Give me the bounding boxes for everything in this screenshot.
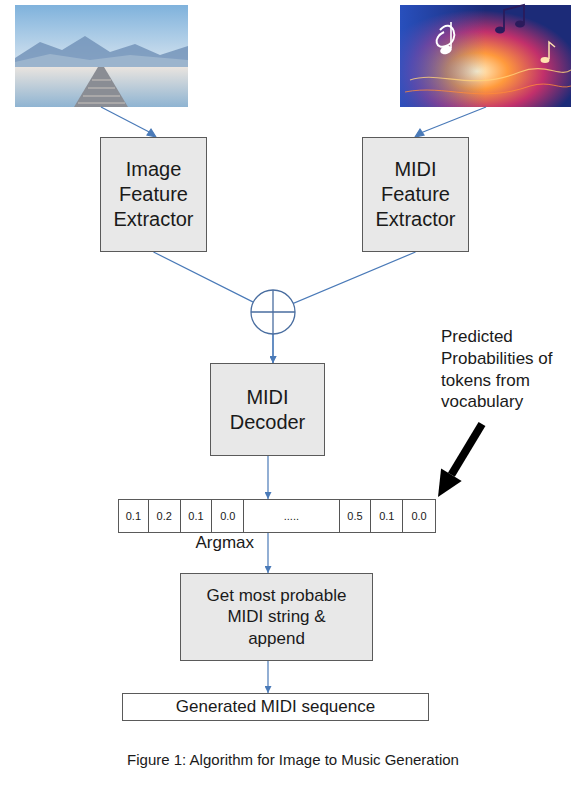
annotation-text: Predicted Probabilities of tokens from v…: [441, 326, 583, 413]
array-cell: 0.5: [340, 500, 372, 532]
process-box: MIDI Feature Extractor: [362, 137, 469, 252]
flow-arrow: [267, 456, 268, 499]
edge-label: Argmax: [195, 533, 254, 553]
array-cell: 0.0: [212, 500, 244, 532]
output-box: Generated MIDI sequence: [122, 693, 429, 721]
array-cell: 0.1: [119, 500, 149, 532]
process-box: Image Feature Extractor: [100, 137, 207, 252]
box-text: Image Feature Extractor: [107, 157, 200, 232]
array-cell: 0.0: [403, 500, 435, 532]
box-text: MIDI Feature Extractor: [369, 157, 462, 232]
music-artwork: [400, 5, 571, 107]
flow-arrow: [154, 252, 274, 363]
sum-junction: [251, 290, 295, 334]
figure-caption: Figure 1: Algorithm for Image to Music G…: [0, 751, 586, 768]
box-text: Get most probable MIDI string & append: [197, 585, 356, 649]
array-cell: 0.1: [371, 500, 403, 532]
box-text: Generated MIDI sequence: [176, 696, 375, 717]
array-cell: 0.1: [181, 500, 213, 532]
lake-photo: [15, 5, 188, 107]
image-to-extractor-lines: [101, 107, 486, 137]
probability-array: 0.10.20.10.0.....0.50.10.0: [118, 499, 436, 533]
array-cell: .....: [244, 500, 339, 532]
flow-arrow: [267, 661, 268, 693]
process-box: Get most probable MIDI string & append: [180, 573, 373, 661]
array-cell: 0.2: [149, 500, 181, 532]
box-text: MIDI Decoder: [219, 385, 316, 435]
flow-arrow: [267, 533, 268, 573]
flow-arrow: [273, 252, 416, 363]
process-box: MIDI Decoder: [210, 363, 325, 456]
pointer-arrow: [438, 424, 482, 497]
